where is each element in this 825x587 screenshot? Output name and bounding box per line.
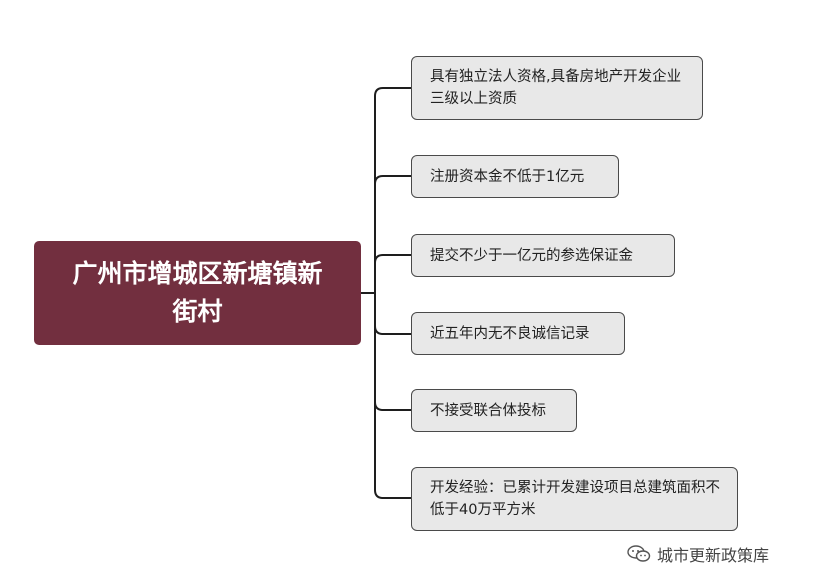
branch-node-deposit[interactable]: 提交不少于一亿元的参选保证金	[411, 234, 675, 277]
branch-label: 不接受联合体投标	[430, 402, 546, 419]
branch-label: 注册资本金不低于1亿元	[430, 168, 585, 185]
connector-branch-1	[374, 175, 411, 185]
branch-label: 开发经验：已累计开发建设项目总建筑面积不低于40万平方米	[430, 480, 720, 518]
connector-branch-2	[374, 254, 411, 264]
watermark: 城市更新政策库	[627, 542, 769, 566]
connector-spine	[374, 87, 411, 499]
connector-branch-4	[374, 401, 411, 411]
branch-node-experience[interactable]: 开发经验：已累计开发建设项目总建筑面积不低于40万平方米	[411, 467, 738, 531]
branch-node-qualification[interactable]: 具有独立法人资格,具备房地产开发企业三级以上资质	[411, 56, 703, 120]
branch-node-registered-capital[interactable]: 注册资本金不低于1亿元	[411, 155, 619, 198]
branch-node-credit-record[interactable]: 近五年内无不良诚信记录	[411, 312, 625, 355]
branch-label: 提交不少于一亿元的参选保证金	[430, 247, 633, 264]
branch-node-no-consortium[interactable]: 不接受联合体投标	[411, 389, 577, 432]
connector-branch-3	[374, 325, 411, 335]
watermark-text: 城市更新政策库	[657, 546, 770, 565]
branch-label: 具有独立法人资格,具备房地产开发企业三级以上资质	[430, 69, 682, 107]
branch-label: 近五年内无不良诚信记录	[430, 325, 590, 342]
root-node[interactable]: 广州市增城区新塘镇新街村	[34, 241, 361, 345]
root-label: 广州市增城区新塘镇新街村	[72, 259, 323, 326]
wechat-icon	[627, 545, 651, 562]
